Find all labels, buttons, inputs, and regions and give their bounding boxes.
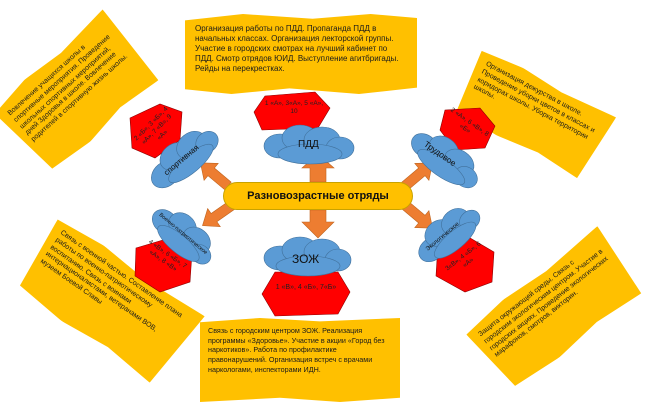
center-title: Разновозрастные отряды [247, 190, 389, 202]
note-pdd: Организация работы по ПДД. Пропаганда ПД… [185, 14, 417, 94]
note-pdd-text: Организация работы по ПДД. Пропаганда ПД… [195, 24, 399, 73]
hexagon-zozh [261, 271, 351, 317]
cloud-eco [418, 208, 481, 263]
note-zozh: Связь с городским центром ЗОЖ. Реализаци… [200, 318, 400, 402]
cloud-labor [411, 133, 478, 189]
center-title-box: Разновозрастные отряды [223, 182, 413, 210]
cloud-pdd [263, 124, 355, 165]
cloud-patriotic [152, 209, 212, 265]
arrow-down-right [401, 200, 433, 229]
arrow-up-left [200, 162, 232, 191]
note-zozh-text: Связь с городским центром ЗОЖ. Реализаци… [208, 326, 385, 374]
hexagon-labor [439, 107, 496, 151]
cloud-pdd-label: ПДД [298, 139, 319, 150]
arrow-up-right [401, 162, 433, 191]
cloud-sport [151, 130, 219, 189]
hexagon-pdd-text: 1 «А», 3«А», 5 «А», 10 [264, 100, 324, 115]
cloud-zozh-label: ЗОЖ [292, 252, 320, 266]
cloud-zozh [263, 236, 352, 277]
arrow-down [301, 209, 335, 239]
hexagon-zozh-text: 1 «В», 4 «Б», 7«Б» [275, 284, 337, 291]
